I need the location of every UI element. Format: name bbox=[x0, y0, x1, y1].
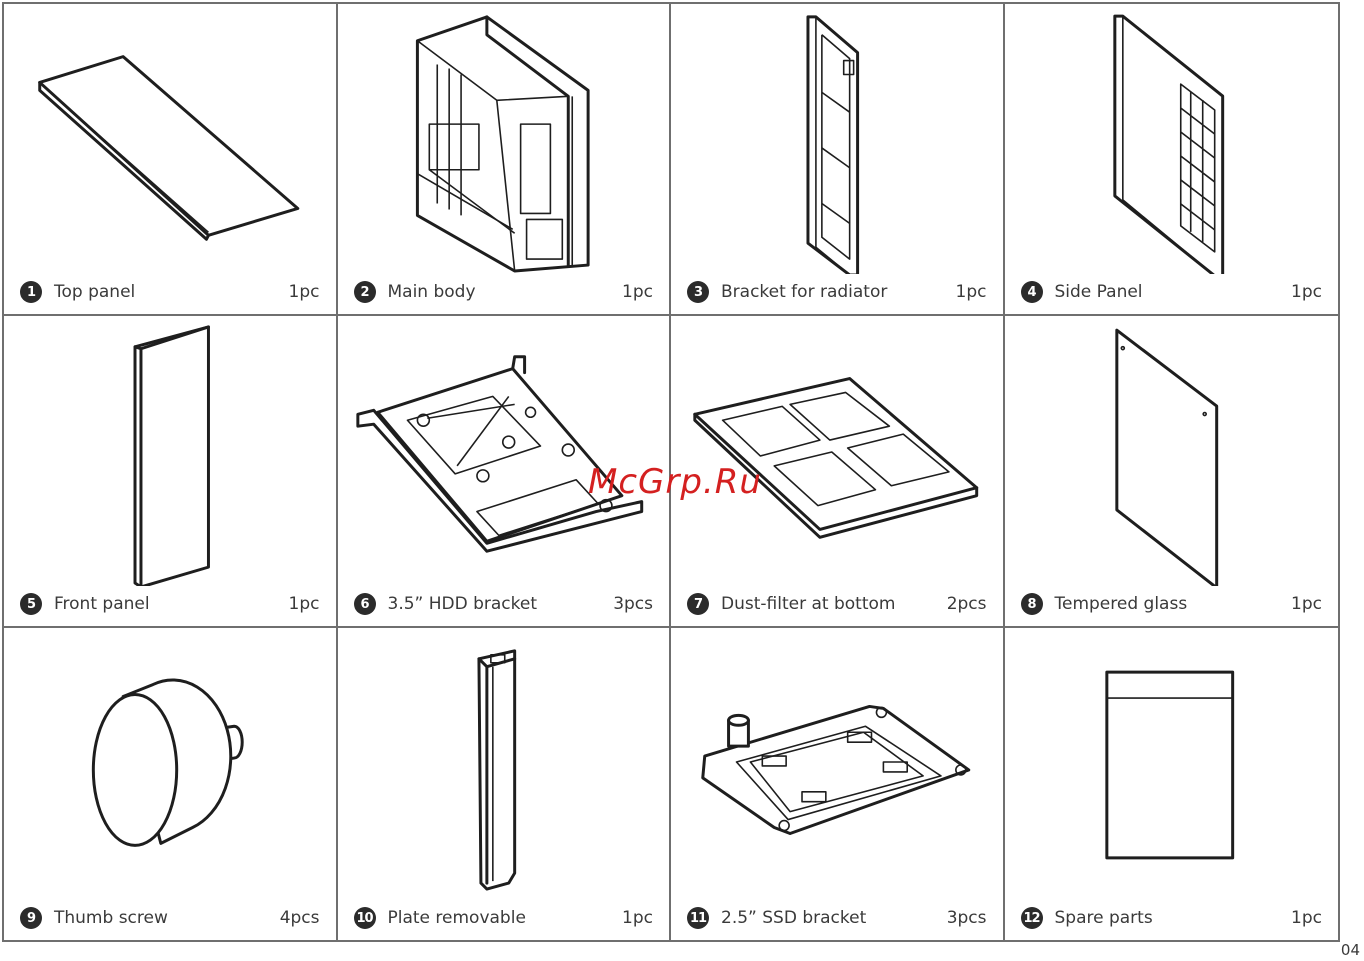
ssd-bracket-illustration bbox=[671, 628, 1003, 898]
part-caption: 10 Plate removable 1pc bbox=[354, 906, 654, 930]
part-quantity: 1pc bbox=[956, 282, 987, 302]
item-number-badge: 5 bbox=[20, 593, 42, 615]
part-name: Side Panel bbox=[1055, 282, 1292, 302]
part-name: Main body bbox=[388, 282, 623, 302]
item-number-badge: 11 bbox=[687, 907, 709, 929]
dust-filter-illustration bbox=[671, 316, 1003, 586]
top-panel-illustration bbox=[4, 4, 336, 274]
part-caption: 2 Main body 1pc bbox=[354, 280, 654, 304]
part-name: Front panel bbox=[54, 594, 289, 614]
front-panel-illustration bbox=[4, 316, 336, 586]
part-name: Tempered glass bbox=[1055, 594, 1292, 614]
item-number-badge: 3 bbox=[687, 281, 709, 303]
item-number-badge: 12 bbox=[1021, 907, 1043, 929]
part-cell-plate-removable: 10 Plate removable 1pc bbox=[338, 628, 672, 940]
part-cell-front-panel: 5 Front panel 1pc bbox=[4, 316, 338, 628]
item-number-badge: 2 bbox=[354, 281, 376, 303]
part-quantity: 2pcs bbox=[947, 594, 987, 614]
part-cell-bracket-for-radiator: 3 Bracket for radiator 1pc bbox=[671, 4, 1005, 316]
part-quantity: 4pcs bbox=[280, 908, 320, 928]
radiator-bracket-illustration bbox=[671, 4, 1003, 274]
part-cell-side-panel: 4 Side Panel 1pc bbox=[1005, 4, 1339, 316]
side-panel-illustration bbox=[1005, 4, 1339, 274]
part-quantity: 1pc bbox=[1291, 594, 1322, 614]
part-quantity: 3pcs bbox=[947, 908, 987, 928]
hdd-bracket-illustration bbox=[338, 316, 670, 586]
part-caption: 3 Bracket for radiator 1pc bbox=[687, 280, 987, 304]
part-quantity: 3pcs bbox=[613, 594, 653, 614]
item-number-badge: 4 bbox=[1021, 281, 1043, 303]
part-quantity: 1pc bbox=[289, 594, 320, 614]
part-caption: 1 Top panel 1pc bbox=[20, 280, 320, 304]
part-cell-ssd-bracket: 11 2.5” SSD bracket 3pcs bbox=[671, 628, 1005, 940]
part-caption: 12 Spare parts 1pc bbox=[1021, 906, 1323, 930]
thumb-screw-illustration bbox=[4, 628, 336, 898]
part-name: Thumb screw bbox=[54, 908, 280, 928]
part-quantity: 1pc bbox=[1291, 908, 1322, 928]
part-name: Spare parts bbox=[1055, 908, 1292, 928]
part-quantity: 1pc bbox=[1291, 282, 1322, 302]
part-quantity: 1pc bbox=[289, 282, 320, 302]
part-caption: 6 3.5” HDD bracket 3pcs bbox=[354, 592, 654, 616]
part-cell-thumb-screw: 9 Thumb screw 4pcs bbox=[4, 628, 338, 940]
part-name: Top panel bbox=[54, 282, 289, 302]
item-number-badge: 8 bbox=[1021, 593, 1043, 615]
part-cell-spare-parts: 12 Spare parts 1pc bbox=[1005, 628, 1339, 940]
part-cell-main-body: 2 Main body 1pc bbox=[338, 4, 672, 316]
part-name: 3.5” HDD bracket bbox=[388, 594, 614, 614]
main-body-illustration bbox=[338, 4, 670, 274]
part-name: Dust-filter at bottom bbox=[721, 594, 947, 614]
item-number-badge: 9 bbox=[20, 907, 42, 929]
item-number-badge: 6 bbox=[354, 593, 376, 615]
part-name: 2.5” SSD bracket bbox=[721, 908, 947, 928]
part-caption: 4 Side Panel 1pc bbox=[1021, 280, 1323, 304]
part-quantity: 1pc bbox=[622, 908, 653, 928]
watermark: McGrp.Ru bbox=[588, 462, 762, 502]
item-number-badge: 7 bbox=[687, 593, 709, 615]
part-name: Plate removable bbox=[388, 908, 623, 928]
plate-removable-illustration bbox=[338, 628, 670, 898]
tempered-glass-illustration bbox=[1005, 316, 1339, 586]
spare-parts-bag-illustration bbox=[1005, 628, 1339, 898]
part-quantity: 1pc bbox=[622, 282, 653, 302]
part-caption: 5 Front panel 1pc bbox=[20, 592, 320, 616]
part-caption: 9 Thumb screw 4pcs bbox=[20, 906, 320, 930]
part-cell-top-panel: 1 Top panel 1pc bbox=[4, 4, 338, 316]
part-caption: 7 Dust-filter at bottom 2pcs bbox=[687, 592, 987, 616]
part-name: Bracket for radiator bbox=[721, 282, 956, 302]
part-cell-tempered-glass: 8 Tempered glass 1pc bbox=[1005, 316, 1339, 628]
part-caption: 8 Tempered glass 1pc bbox=[1021, 592, 1323, 616]
part-caption: 11 2.5” SSD bracket 3pcs bbox=[687, 906, 987, 930]
page-number: 04 bbox=[1341, 941, 1360, 959]
item-number-badge: 10 bbox=[354, 907, 376, 929]
item-number-badge: 1 bbox=[20, 281, 42, 303]
